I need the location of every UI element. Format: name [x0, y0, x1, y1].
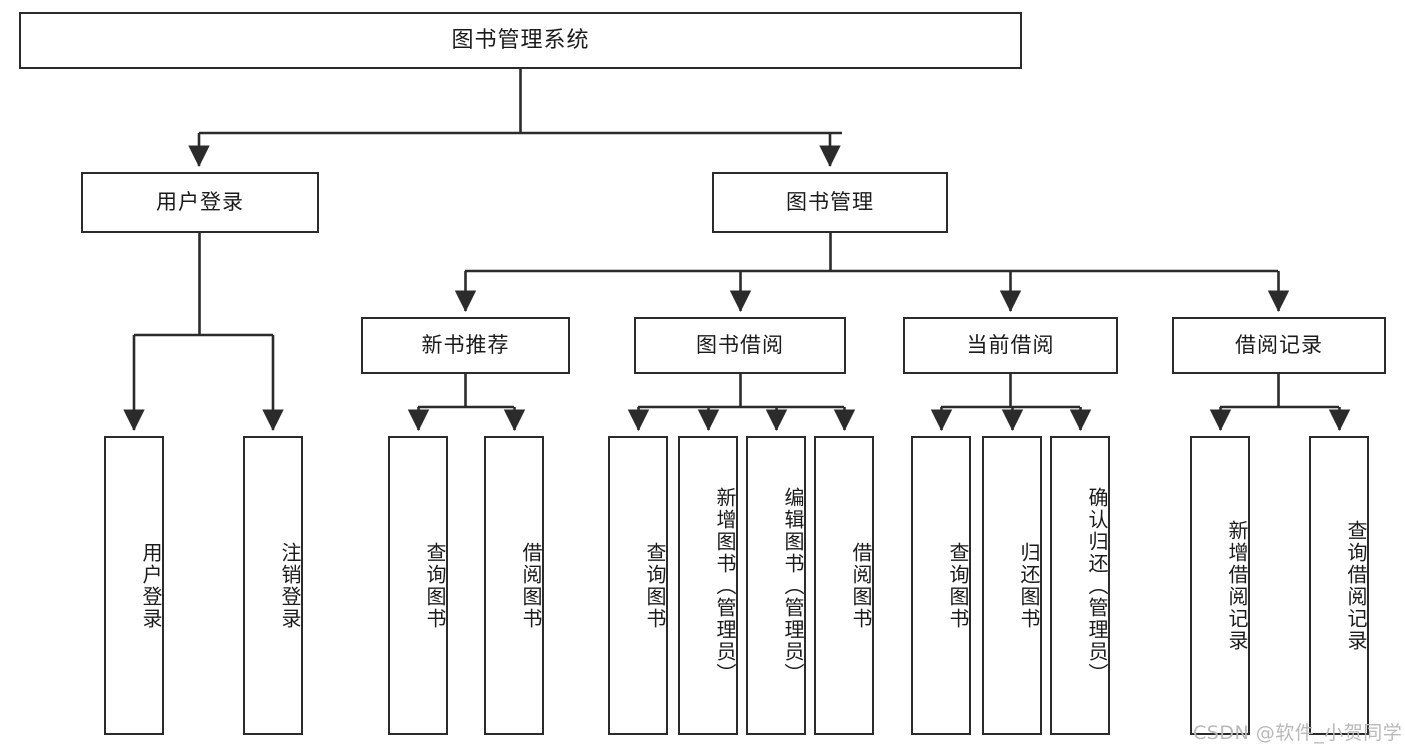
node-book-manage[interactable]: 图书管理 [712, 172, 948, 233]
node-user-login[interactable]: 用户登录 [81, 172, 319, 233]
node-label: 用户登录 [139, 541, 163, 630]
node-leaf-logout[interactable]: 注销登录 [243, 436, 303, 735]
node-leaf-query-book-1[interactable]: 查询图书 [388, 436, 448, 735]
node-label: 查询图书 [423, 541, 447, 630]
node-leaf-add-book[interactable]: 新增图书（管理员） [678, 436, 738, 735]
node-label: 查询图书 [946, 541, 970, 630]
node-label: 确认归还（管理员） [1085, 486, 1109, 685]
node-label: 注销登录 [278, 541, 302, 630]
node-label: 新增图书（管理员） [713, 486, 737, 685]
node-label: 用户登录 [156, 190, 244, 215]
node-label: 借阅记录 [1235, 333, 1323, 358]
node-current-borrow[interactable]: 当前借阅 [903, 317, 1118, 374]
node-label: 借阅图书 [849, 541, 873, 630]
node-leaf-borrow-book-1[interactable]: 借阅图书 [484, 436, 544, 735]
node-leaf-user-login[interactable]: 用户登录 [104, 436, 164, 735]
node-leaf-return-book[interactable]: 归还图书 [982, 436, 1042, 735]
node-label: 新书推荐 [421, 333, 510, 358]
node-root-system[interactable]: 图书管理系统 [19, 12, 1022, 69]
node-label: 当前借阅 [966, 333, 1055, 358]
node-leaf-query-record[interactable]: 查询借阅记录 [1309, 436, 1369, 735]
node-label: 图书借阅 [696, 333, 784, 358]
node-leaf-query-book-2[interactable]: 查询图书 [608, 436, 668, 735]
node-label: 查询图书 [643, 541, 667, 630]
node-label: 查询借阅记录 [1344, 519, 1368, 652]
node-leaf-confirm-return[interactable]: 确认归还（管理员） [1050, 436, 1110, 735]
node-leaf-query-book-3[interactable]: 查询图书 [911, 436, 971, 735]
node-label: 归还图书 [1017, 541, 1041, 630]
node-label: 借阅图书 [519, 541, 543, 630]
node-label: 图书管理 [786, 190, 874, 215]
node-label: 新增借阅记录 [1225, 519, 1249, 652]
node-leaf-add-record[interactable]: 新增借阅记录 [1190, 436, 1250, 735]
node-book-borrow[interactable]: 图书借阅 [634, 317, 846, 374]
node-leaf-edit-book[interactable]: 编辑图书（管理员） [746, 436, 806, 735]
csdn-watermark: CSDN @软件_小贺同学 [1193, 722, 1403, 744]
node-leaf-borrow-book-2[interactable]: 借阅图书 [814, 436, 874, 735]
node-label: 编辑图书（管理员） [781, 486, 805, 685]
node-new-book-recommend[interactable]: 新书推荐 [361, 317, 570, 374]
node-label: 图书管理系统 [451, 27, 590, 53]
node-borrow-record[interactable]: 借阅记录 [1172, 317, 1386, 374]
